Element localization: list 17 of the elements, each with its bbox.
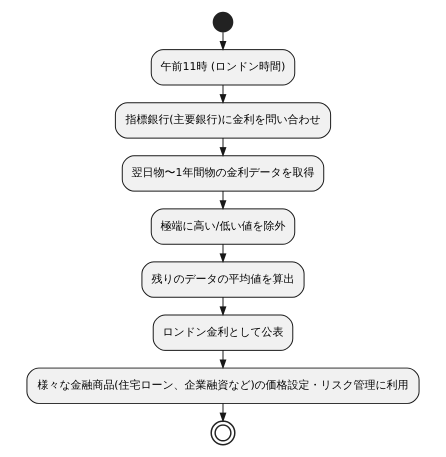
node-box: 翌日物〜1年間物の金利データを取得 (122, 155, 324, 192)
node-circle (210, 420, 236, 446)
node-circle (212, 12, 234, 32)
arrow (220, 190, 226, 210)
arrow (220, 32, 226, 51)
arrow (220, 403, 226, 422)
node-box: 指標銀行(主要銀行)に金利を問い合わせ (114, 102, 332, 139)
node-box: 極端に高い/低い値を除外 (150, 208, 296, 245)
arrow (220, 244, 226, 264)
node-box: 残りのデータの平均値を算出 (141, 261, 305, 298)
arrow (220, 84, 226, 104)
arrow (220, 296, 226, 316)
arrow (220, 350, 226, 370)
node-box: 午前11時 (ロンドン時間) (150, 49, 296, 86)
node-box: ロンドン金利として公表 (152, 314, 294, 351)
node-box: 様々な金融商品(住宅ローン、企業融資など)の価格設定・リスク管理に利用 (26, 368, 420, 404)
arrow (220, 138, 226, 158)
